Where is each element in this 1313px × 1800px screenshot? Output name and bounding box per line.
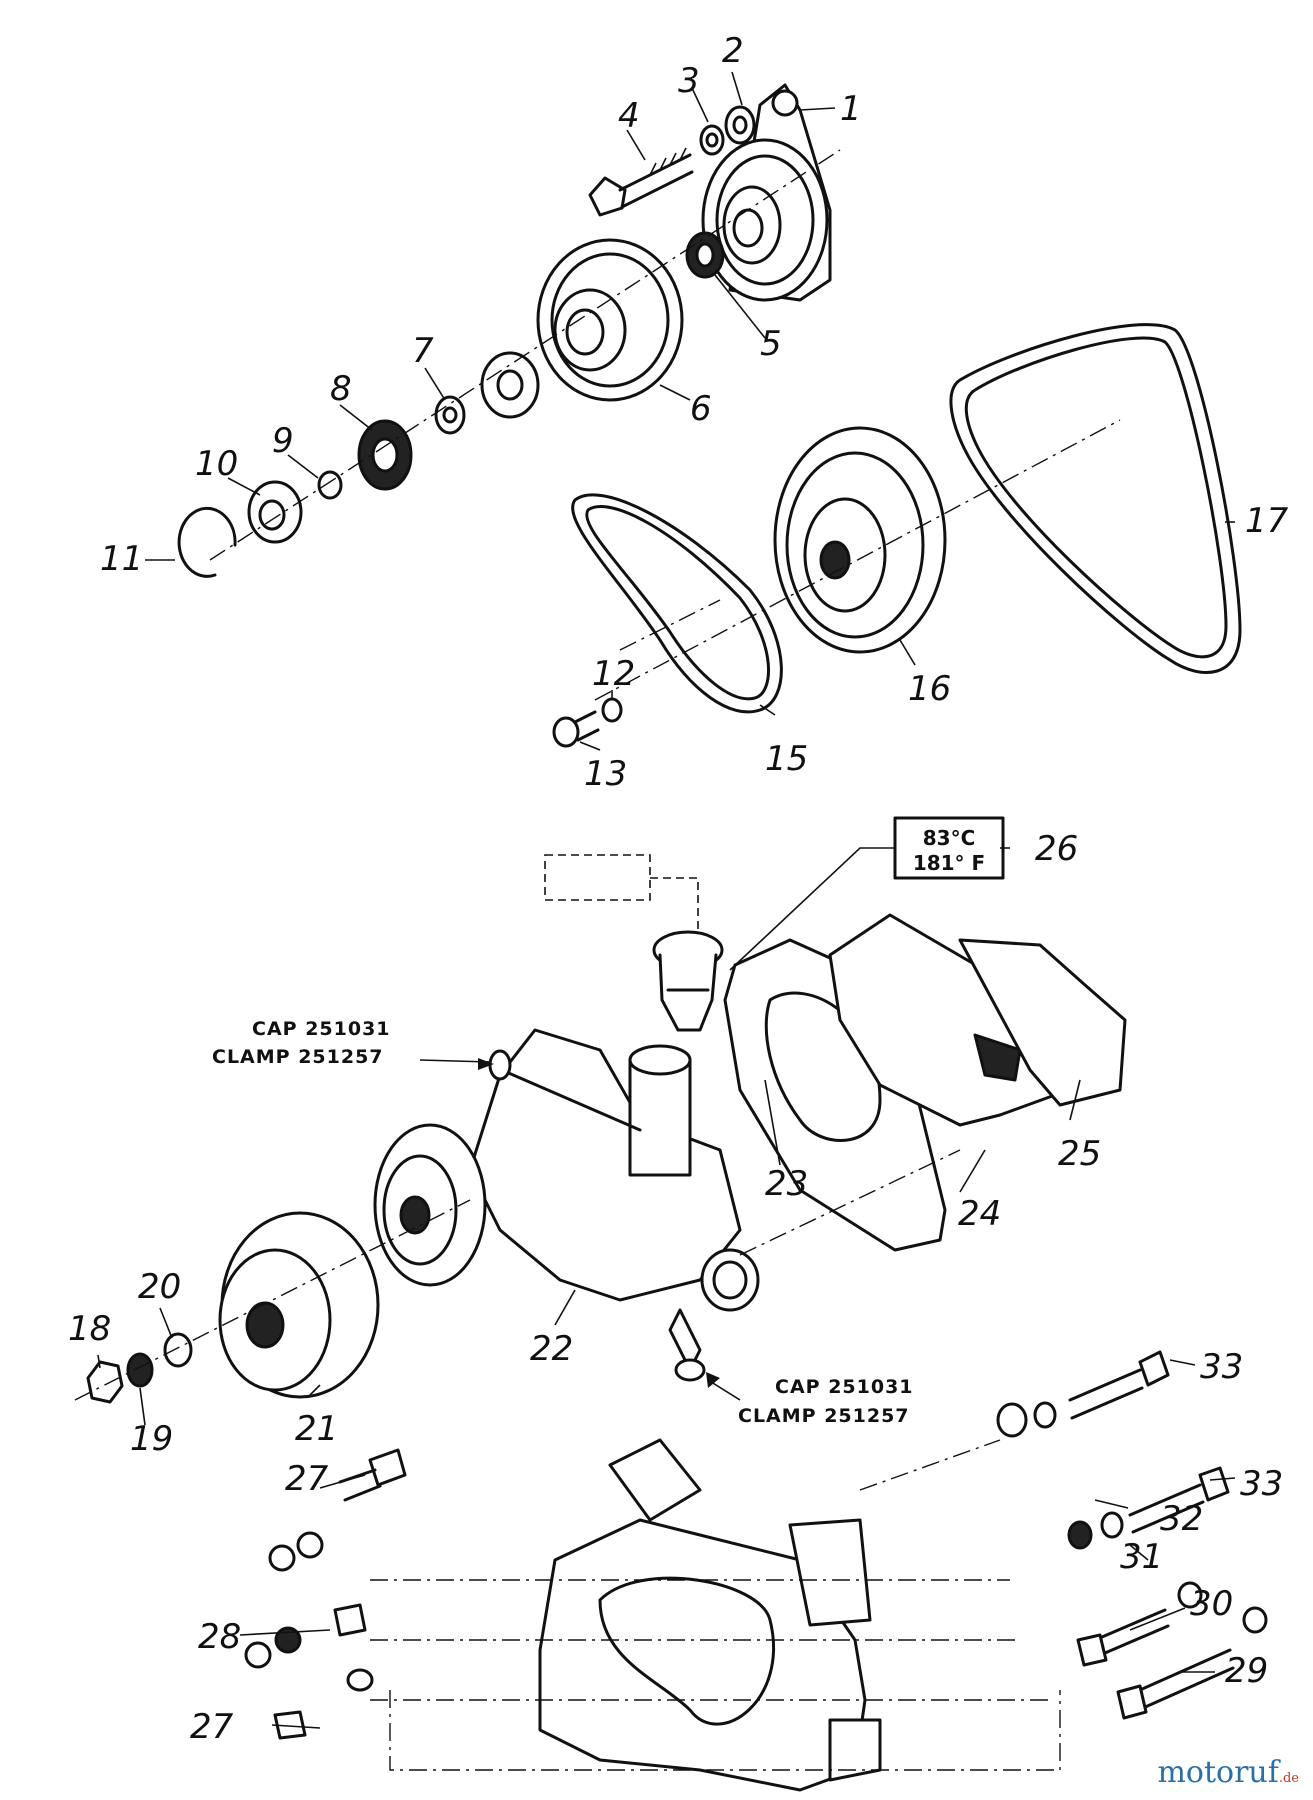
callout-29: 29 xyxy=(1225,1651,1268,1691)
bolt-27-bottom xyxy=(273,1668,374,1740)
note-bottom-cap: CAP 251031 xyxy=(775,1376,914,1398)
pump-pulley-21a xyxy=(373,1123,487,1287)
callout-24: 24 xyxy=(958,1194,1001,1234)
callout-30: 30 xyxy=(1190,1584,1233,1624)
bolt-29 xyxy=(1116,1606,1268,1720)
callout-23: 23 xyxy=(765,1164,808,1204)
callout-33-bottom: 33 xyxy=(1240,1464,1283,1504)
note-top-cap: CAP 251031 xyxy=(252,1018,391,1040)
hose-notes: CAP 251031 CLAMP 251257 CAP 251031 CLAMP… xyxy=(212,1018,914,1427)
callout-27-bottom: 27 xyxy=(190,1707,234,1747)
crank-pulley-16 xyxy=(773,426,947,654)
callout-21: 21 xyxy=(295,1409,338,1449)
callout-27-top: 27 xyxy=(285,1459,329,1499)
callout-3: 3 xyxy=(678,61,700,101)
callout-1: 1 xyxy=(840,89,862,129)
thermostat-celsius: 83°C xyxy=(923,826,976,850)
callout-28: 28 xyxy=(198,1617,241,1657)
thermostat-rating-box: 83°C 181° F xyxy=(893,816,1005,880)
idler-pulley xyxy=(701,138,829,302)
gasket-25 xyxy=(958,938,1127,1107)
note-top-clamp: CLAMP 251257 xyxy=(212,1046,384,1068)
note-bottom-clamp: CLAMP 251257 xyxy=(738,1405,910,1427)
callout-31: 31 xyxy=(1120,1537,1163,1577)
callout-7: 7 xyxy=(412,331,434,371)
thermostat-fahrenheit: 181° F xyxy=(913,851,985,875)
washer-20 xyxy=(163,1332,193,1368)
callout-20: 20 xyxy=(138,1267,181,1307)
callout-2: 2 xyxy=(722,31,744,71)
v-belt-17 xyxy=(949,323,1242,674)
bolt-28 xyxy=(244,1603,367,1669)
thermostat-placeholder-box xyxy=(544,854,699,930)
callout-5: 5 xyxy=(760,324,782,364)
callout-10: 10 xyxy=(195,444,238,484)
callout-33-top: 33 xyxy=(1200,1347,1243,1387)
callout-18: 18 xyxy=(68,1309,111,1349)
bearing-6a xyxy=(480,351,540,419)
bolt-33-bottom xyxy=(1067,1466,1230,1550)
watermark-brand: motoruf xyxy=(1157,1755,1279,1790)
callout-17: 17 xyxy=(1245,501,1289,541)
callout-12: 12 xyxy=(592,654,635,694)
cover-plate-24 xyxy=(828,913,1057,1127)
callout-13: 13 xyxy=(584,754,627,794)
bolt-27-top xyxy=(338,1448,407,1502)
v-belt-15 xyxy=(571,493,783,714)
callout-6: 6 xyxy=(690,389,712,429)
nut-18 xyxy=(86,1360,124,1404)
callout-9: 9 xyxy=(272,421,294,461)
spacer-7 xyxy=(434,395,466,435)
callout-26: 26 xyxy=(1035,829,1078,869)
washer-12 xyxy=(601,697,623,723)
watermark-tld: .de xyxy=(1278,1771,1299,1786)
seal-5 xyxy=(685,231,725,279)
callout-numbers: 1 2 3 4 5 6 7 8 9 10 11 12 13 15 16 17 1… xyxy=(68,31,1289,1747)
callout-4: 4 xyxy=(618,96,640,136)
pump-pulley-21 xyxy=(218,1211,380,1399)
callout-16: 16 xyxy=(908,669,951,709)
callout-22: 22 xyxy=(530,1329,573,1369)
bolt-30 xyxy=(1076,1581,1203,1667)
washer-3 xyxy=(699,124,725,156)
thermostat-26 xyxy=(652,930,724,1032)
callout-19: 19 xyxy=(130,1419,173,1459)
callout-15: 15 xyxy=(765,739,808,779)
bearing-8 xyxy=(357,419,413,491)
bolt-13 xyxy=(552,710,600,748)
washer-19 xyxy=(126,1352,154,1388)
callout-32: 32 xyxy=(1160,1499,1203,1539)
callout-25: 25 xyxy=(1058,1134,1101,1174)
washer-9 xyxy=(317,470,343,500)
pump-housing-22 xyxy=(468,1028,760,1382)
washer-2 xyxy=(724,105,756,145)
bolt-4 xyxy=(588,147,694,217)
pulley-6 xyxy=(536,238,684,402)
bolt-33-top xyxy=(996,1350,1170,1438)
nut-10 xyxy=(247,480,303,544)
watermark-logo: motoruf.de xyxy=(1157,1755,1299,1790)
callout-11: 11 xyxy=(100,539,143,579)
nut-27a xyxy=(268,1531,324,1572)
circlip-11 xyxy=(177,506,237,578)
callout-8: 8 xyxy=(330,369,352,409)
